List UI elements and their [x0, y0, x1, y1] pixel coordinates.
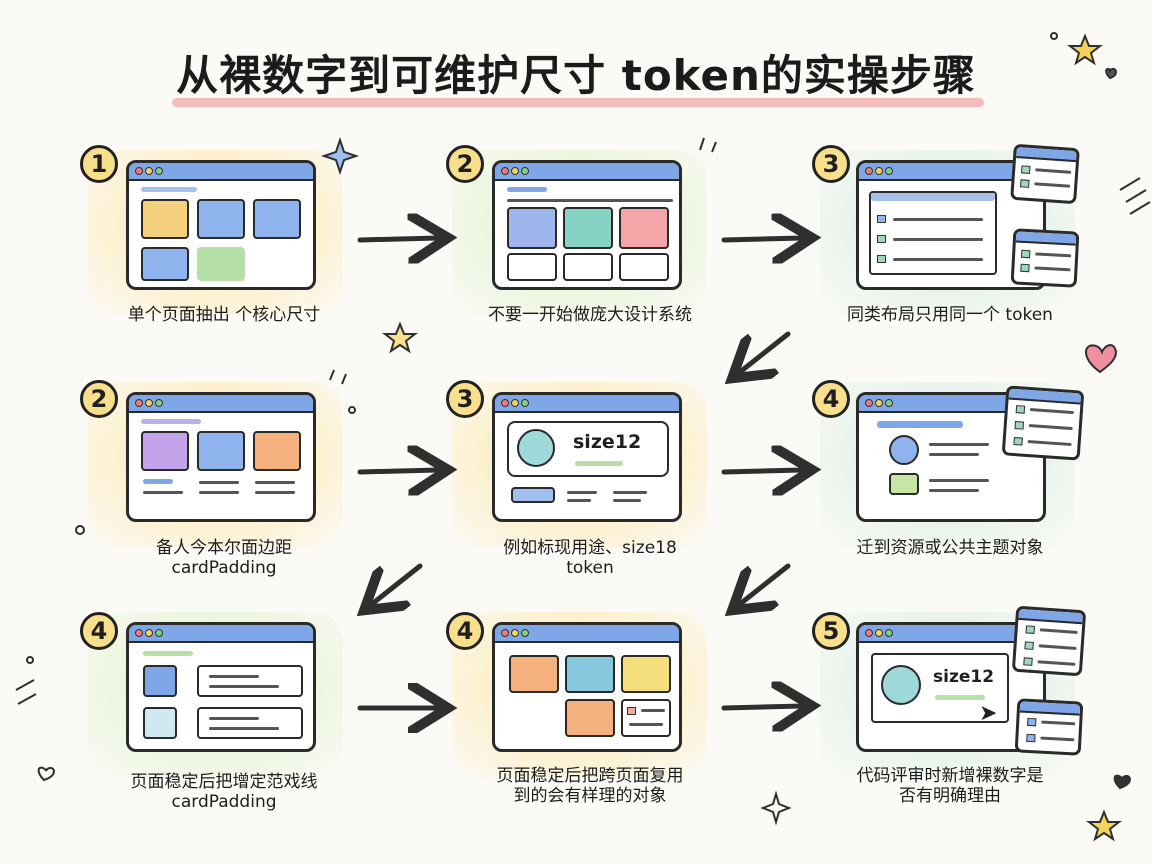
sparkle-icon-bottom [760, 790, 792, 826]
heart-small-icon [1105, 67, 1118, 80]
step-8-window [492, 622, 682, 752]
arrow-6-7 [372, 563, 423, 604]
step-8-caption: 页面稳定后把跨页面复用 到的会有样理的对象 [496, 766, 684, 806]
step-3-number: 3 [812, 145, 850, 183]
step-5-number: 3 [446, 380, 484, 418]
star-icon [1067, 33, 1103, 66]
step-5-window: size12 [492, 392, 682, 522]
decorations [15, 32, 1151, 842]
step-4-number: 2 [80, 380, 118, 418]
page-title: 从裸数字到可维护尺寸 token的实操步骤 [176, 51, 976, 100]
step-4-window [126, 392, 316, 522]
step-5-caption: 例如标现用途、size18 token [503, 538, 677, 578]
arrow-1-2 [357, 238, 438, 240]
heart-outline-icon-right [1113, 774, 1132, 790]
step-1-number: 1 [80, 145, 118, 183]
step-5-card-text: size12 [573, 431, 642, 453]
step-9-window: size12 ➤ [856, 622, 1046, 752]
step-2-caption: 不要一开始做庞大设计系统 [488, 305, 692, 325]
step-9-number: 5 [812, 612, 850, 650]
heart-outline-icon [37, 766, 56, 782]
step-6-number: 4 [812, 380, 850, 418]
cursor-icon: ➤ [979, 701, 998, 726]
step-7-caption: 页面稳定后把增定范戏线 cardPadding [130, 772, 318, 812]
arrow-5-6 [721, 470, 802, 472]
star-icon-left [382, 321, 418, 354]
step-9-caption: 代码评审时新增裸数字是 否有明确理由 [856, 766, 1044, 806]
arrow-6-8 [740, 563, 791, 604]
step-2-window [492, 160, 682, 290]
heart-icon [1085, 344, 1118, 374]
step-7-window [126, 622, 316, 752]
step-2-number: 2 [446, 145, 484, 183]
step-7-number: 4 [80, 612, 118, 650]
arrow-2-3 [721, 238, 802, 240]
step-1-window [126, 160, 316, 290]
step-3-caption: 同类布局只用同一个 token [847, 305, 1053, 325]
arrow-4-5 [357, 470, 438, 472]
sparkle-icon [320, 136, 360, 176]
step-8-number: 4 [446, 612, 484, 650]
step-4-caption: 备人今本尔面边距 cardPadding [156, 538, 292, 578]
step-9-card-text: size12 [933, 667, 995, 687]
star-icon-bottom [1086, 809, 1122, 842]
arrow-8-9 [721, 706, 802, 708]
arrow-3-4 [740, 331, 791, 372]
step-1-caption: 单个页面抽出 个核心尺寸 [127, 305, 321, 325]
step-6-caption: 迁到资源或公共主题对象 [856, 538, 1044, 558]
title-underline [172, 98, 984, 107]
